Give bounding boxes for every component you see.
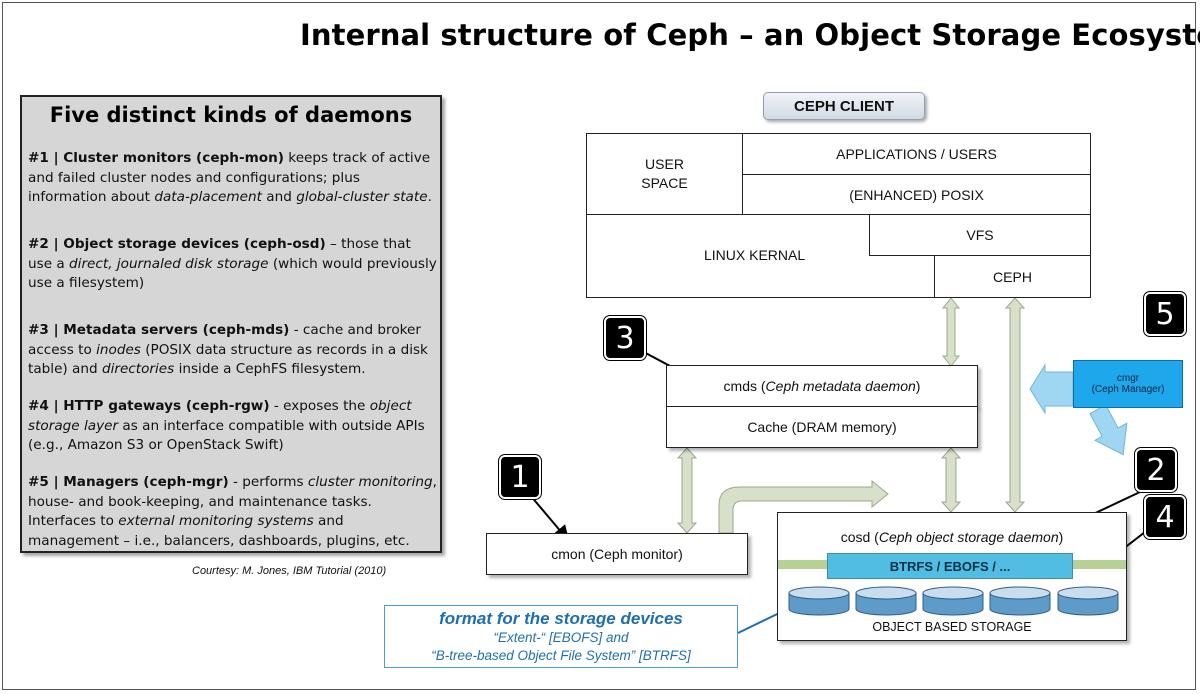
posix-label: (ENHANCED) POSIX <box>849 187 984 203</box>
format-title: format for the storage devices <box>439 609 683 628</box>
badge-2: 2 <box>1135 448 1177 492</box>
daemon-desc: #5 | Managers (ceph-mgr) - performs clus… <box>28 474 437 549</box>
callout-arrow-1 <box>529 494 570 542</box>
daemon-name: #1 | Cluster monitors (ceph-mon) <box>28 150 284 166</box>
format-line-1: “Extent-“ [EBOFS] and <box>493 630 629 645</box>
format-note-box: format for the storage devices “Extent-“… <box>384 605 738 668</box>
cmds-cmon-connector <box>676 447 698 534</box>
cmgr-cosd-arrow <box>1089 404 1128 456</box>
posix-box: (ENHANCED) POSIX <box>742 174 1091 216</box>
courtesy-note: Courtesy: M. Jones, IBM Tutorial (2010) <box>192 565 387 577</box>
cmds-label: cmds (Ceph metadata daemon) <box>723 378 921 394</box>
daemon-desc: #2 | Object storage devices (ceph-osd) –… <box>28 236 437 291</box>
daemon-name: #3 | Metadata servers (ceph-mds) <box>28 322 290 338</box>
badge-1: 1 <box>499 455 541 499</box>
cmgr-cmds-arrow <box>1029 363 1074 415</box>
applications-label: APPLICATIONS / USERS <box>836 146 997 162</box>
daemons-panel: Five distinct kinds of daemons #1 | Clus… <box>20 95 442 553</box>
cmgr-box: cmgr (Ceph Manager) <box>1073 360 1183 408</box>
ceph-box: CEPH <box>934 255 1091 298</box>
daemon-name: #5 | Managers (ceph-mgr) <box>28 474 229 490</box>
ceph-client-label: CEPH CLIENT <box>763 92 925 120</box>
cmon-box: cmon (Ceph monitor) <box>486 533 748 575</box>
client-cmds-connector <box>941 297 961 367</box>
badge-5: 5 <box>1144 292 1186 336</box>
cmon-cosd-connector <box>718 479 889 534</box>
cmgr-name: cmgr <box>1116 373 1140 384</box>
cache-label: Cache (DRAM memory) <box>747 419 897 435</box>
storage-label: OBJECT BASED STORAGE <box>872 620 1032 634</box>
badge-3: 3 <box>604 316 646 360</box>
cache-box: Cache (DRAM memory) <box>666 406 978 448</box>
daemon-desc: #3 | Metadata servers (ceph-mds) - cache… <box>28 322 428 377</box>
applications-box: APPLICATIONS / USERS <box>742 133 1091 175</box>
cmgr-full: (Ceph Manager) <box>1091 384 1165 395</box>
vfs-label: VFS <box>966 227 994 243</box>
linux-kernel-label: LINUX KERNAL <box>704 247 806 263</box>
daemon-desc: #1 | Cluster monitors (ceph-mon) keeps t… <box>28 150 432 205</box>
cmds-cosd-connector <box>940 447 962 513</box>
client-cosd-connector <box>1004 297 1026 513</box>
panel-heading: Five distinct kinds of daemons <box>49 103 413 127</box>
user-space-label: USER SPACE <box>641 156 688 191</box>
daemon-name: #4 | HTTP gateways (ceph-rgw) <box>28 398 270 414</box>
cmds-box: cmds (Ceph metadata daemon) <box>666 365 978 407</box>
daemon-name: #2 | Object storage devices (ceph-osd) <box>28 236 326 252</box>
badge-4: 4 <box>1144 495 1186 539</box>
cmon-label: cmon (Ceph monitor) <box>551 546 683 562</box>
user-space-box: USER SPACE <box>586 133 743 215</box>
daemon-desc: #4 | HTTP gateways (ceph-rgw) - exposes … <box>28 398 425 453</box>
ceph-label: CEPH <box>993 268 1032 285</box>
btrfs-bar: BTRFS / EBOFS / ... <box>827 553 1073 579</box>
format-line-2: “B-tree-based Object File System” [BTRFS… <box>431 648 691 663</box>
vfs-box: VFS <box>869 214 1091 256</box>
cosd-label: cosd (Ceph object storage daemon) <box>840 529 1064 545</box>
diagram-title: Internal structure of Ceph – an Object S… <box>300 18 1200 52</box>
